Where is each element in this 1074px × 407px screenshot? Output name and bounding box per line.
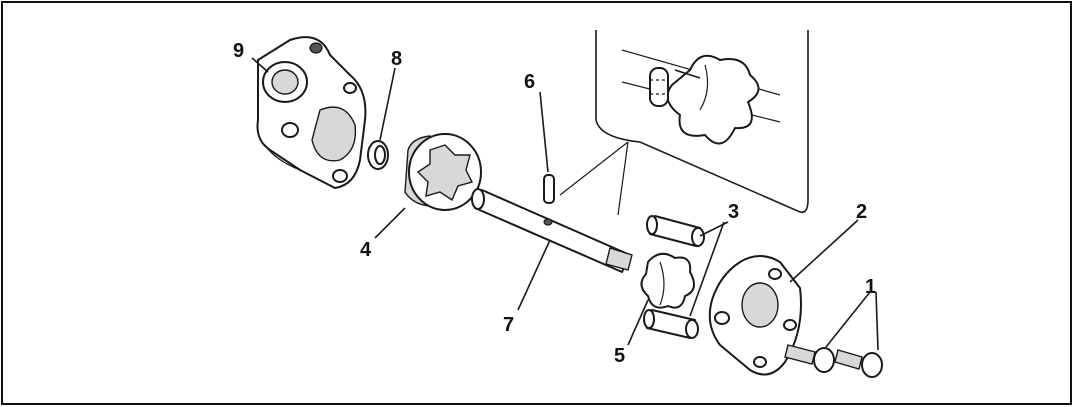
pump-housing: [256, 36, 367, 189]
pump-cover: [708, 255, 802, 376]
o-ring: [367, 140, 389, 170]
label-9: 9: [233, 40, 244, 62]
label-3: 3: [728, 201, 739, 223]
detail-inset: [559, 30, 809, 216]
label-7: 7: [503, 314, 514, 336]
label-6: 6: [524, 71, 535, 93]
bolts: [784, 344, 883, 378]
label-8: 8: [391, 48, 402, 70]
leader-lines: [251, 57, 879, 351]
dowel-pins: [643, 215, 705, 339]
drive-shaft: [471, 188, 633, 273]
inner-rotor: [640, 252, 695, 309]
label-4: 4: [360, 239, 372, 261]
pin: [543, 174, 555, 204]
outer-rotor: [404, 133, 482, 211]
label-2: 2: [856, 201, 867, 223]
label-1: 1: [865, 276, 876, 298]
label-5: 5: [614, 345, 625, 367]
